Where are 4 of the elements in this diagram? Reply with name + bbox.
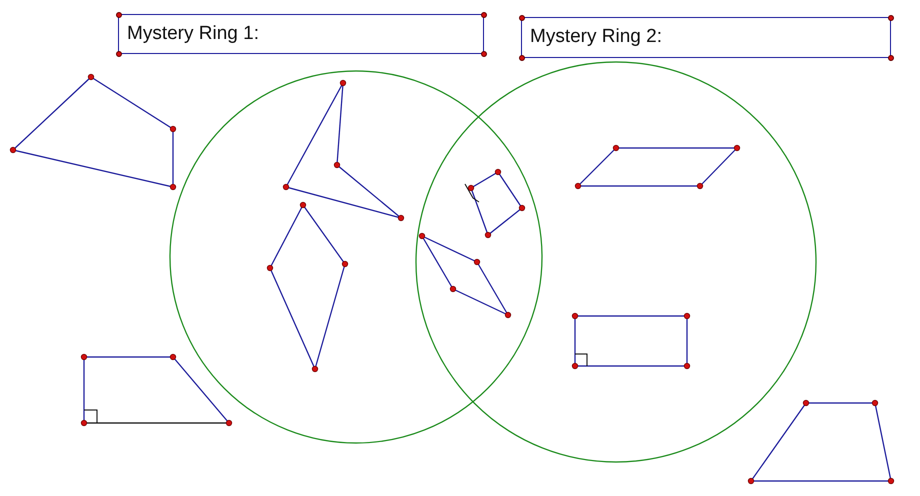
ring-label: Mystery Ring 1: [127,23,259,45]
ring-label: Mystery Ring 2: [530,26,662,48]
label-box [521,17,891,58]
label-box [118,14,484,54]
